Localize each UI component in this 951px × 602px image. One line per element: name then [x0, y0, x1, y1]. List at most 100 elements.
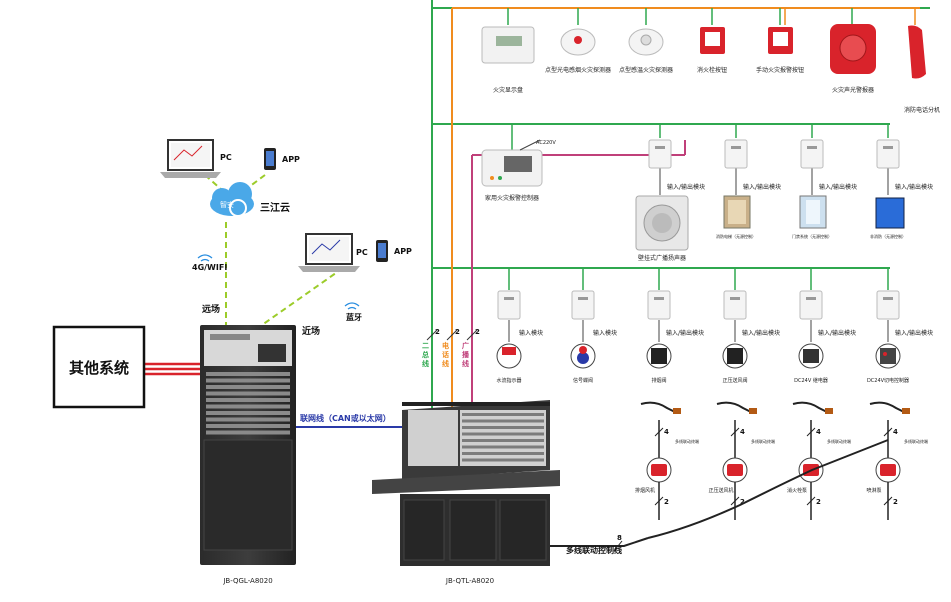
bus-name-char: 二 [422, 342, 429, 350]
multi-line-label: 多线联动控制线 [566, 545, 622, 555]
cabinet-left-row [206, 417, 290, 422]
bus-num-label: 2 [475, 328, 480, 336]
row3-module-label: 输入模块 [593, 329, 617, 337]
top-device-label: 火灾声光警报器 [832, 86, 874, 94]
cabinet-right-row [462, 413, 544, 416]
row3-device-label: 信号蝶阀 [573, 377, 593, 384]
cabinet-right-row [462, 458, 544, 462]
module-icon [876, 139, 900, 169]
remote-phone-icon [264, 148, 276, 170]
cabinet-right-row [462, 452, 544, 455]
fire-phone-icon [908, 25, 926, 79]
bus-name-char: 总 [422, 350, 429, 359]
module-icon [571, 290, 595, 320]
access-control-icon [799, 195, 827, 229]
remote-app-label: APP [282, 155, 300, 164]
cabinet-right-row [462, 432, 544, 436]
cable-num: 4 [740, 428, 745, 436]
top-device-label: 点型光电感烟火灾探测器 [545, 66, 611, 74]
remote-pc-label: PC [220, 153, 232, 162]
cloud-label: 三江云 [260, 201, 290, 214]
home-controller-label: 家用火灾报警控制器 [485, 194, 539, 202]
cabinet-left-row [206, 411, 290, 415]
near-laptop-icon [298, 233, 360, 272]
cabinet-right-row [462, 439, 544, 442]
cabinet-left-row [206, 404, 290, 409]
row3-device-label: 正压送风阀 [722, 377, 747, 384]
bus-num-label: 2 [435, 328, 440, 336]
sound-light-alarm-icon [830, 24, 876, 74]
row2-device-label: 非消防（无源控制） [870, 233, 906, 239]
row3-module-label: 输入/输出模块 [818, 329, 856, 337]
row3-device-label: DC24V 继电器 [794, 377, 828, 384]
other-system-links [144, 362, 200, 376]
elevator-icon [723, 195, 751, 229]
cabinet-left-row [206, 398, 290, 402]
cable-icon [869, 401, 905, 413]
module-icon [724, 139, 748, 169]
cable-label: 多线联动终端 [751, 438, 775, 444]
module-icon [497, 290, 521, 320]
cabinet-right-row [462, 445, 544, 449]
row2-module-label: 输入/输出模块 [895, 183, 933, 191]
module-icon [800, 139, 824, 169]
wifi-icon [197, 254, 213, 262]
remote-laptop-icon [160, 139, 221, 178]
remote-mode-label: 远场 [202, 303, 220, 315]
top-device-label: 消火栓按钮 [697, 66, 727, 74]
smoke-detector-icon [560, 28, 596, 56]
top-device-label: 火灾显示盘 [493, 86, 523, 94]
other-system-label: 其他系统 [69, 359, 129, 377]
cable-num: 4 [893, 428, 898, 436]
cabinet-left-row [206, 391, 290, 396]
motor-label: 消火栓泵 [787, 487, 807, 494]
motor-num: 2 [740, 498, 745, 506]
near-link-label: 蓝牙 [346, 312, 362, 322]
bus-name-char: 电 [442, 341, 449, 350]
cable-icon [792, 401, 828, 413]
near-pc-label: PC [356, 248, 368, 257]
relay-icon [798, 343, 824, 369]
row3-device-label: 水流指示器 [496, 377, 521, 384]
cable-label: 多线联动终端 [675, 438, 699, 444]
row2-device-label: 消防电梯（无源控制） [716, 233, 756, 239]
multi-line-num: 8 [617, 534, 622, 542]
module-icon [876, 290, 900, 320]
cabinet-right-row [462, 426, 544, 429]
module-icon [647, 290, 671, 320]
cable-label: 多线联动终端 [827, 438, 851, 444]
cable-label: 多线联动终端 [904, 438, 928, 444]
cabinet-left-row [206, 372, 290, 376]
fire-display-panel-icon [481, 26, 535, 64]
non-fire-power-icon [875, 197, 905, 229]
top-device-label: 手动火灾报警按钮 [756, 66, 804, 74]
bus-name-char: 线 [442, 359, 449, 368]
cabinet-right-model: JB-QTL-A8020 [445, 577, 494, 585]
module-icon [723, 290, 747, 320]
row2-module-label: 输入/输出模块 [819, 183, 857, 191]
module-icon [648, 139, 672, 169]
row3-module-label: 输入/输出模块 [666, 329, 704, 337]
bluetooth-icon [344, 302, 360, 310]
manual-alarm-button-icon [768, 27, 793, 54]
wall-speaker-icon [635, 195, 689, 251]
bus-name-char: 线 [422, 359, 429, 368]
row3-module-label: 输入/输出模块 [742, 329, 780, 337]
row2-module-label: 输入/输出模块 [743, 183, 781, 191]
top-device-label: 点型感温火灾探测器 [619, 66, 673, 74]
near-app-label: APP [394, 247, 412, 256]
cable-icon [716, 401, 752, 413]
row2-module-label: 输入/输出模块 [667, 183, 705, 191]
network-line-label: 联网线（CAN或以太网） [300, 413, 391, 423]
cabinet-left [200, 325, 296, 565]
row3-device-label: 排烟阀 [651, 377, 666, 384]
near-mode-label: 近场 [302, 325, 320, 337]
home-controller-power: AC220V [536, 140, 556, 146]
remote-link-label: 4G/WIFI [192, 263, 227, 272]
cabinet-left-row [206, 430, 290, 435]
motor-num: 2 [816, 498, 821, 506]
heat-detector-icon [628, 28, 664, 56]
diagram-labels: 其他系统 三江云 智安 PC APP 4G/WIFI 远场 PC APP 蓝牙 … [69, 66, 940, 585]
cabinet-left-row [206, 378, 290, 383]
